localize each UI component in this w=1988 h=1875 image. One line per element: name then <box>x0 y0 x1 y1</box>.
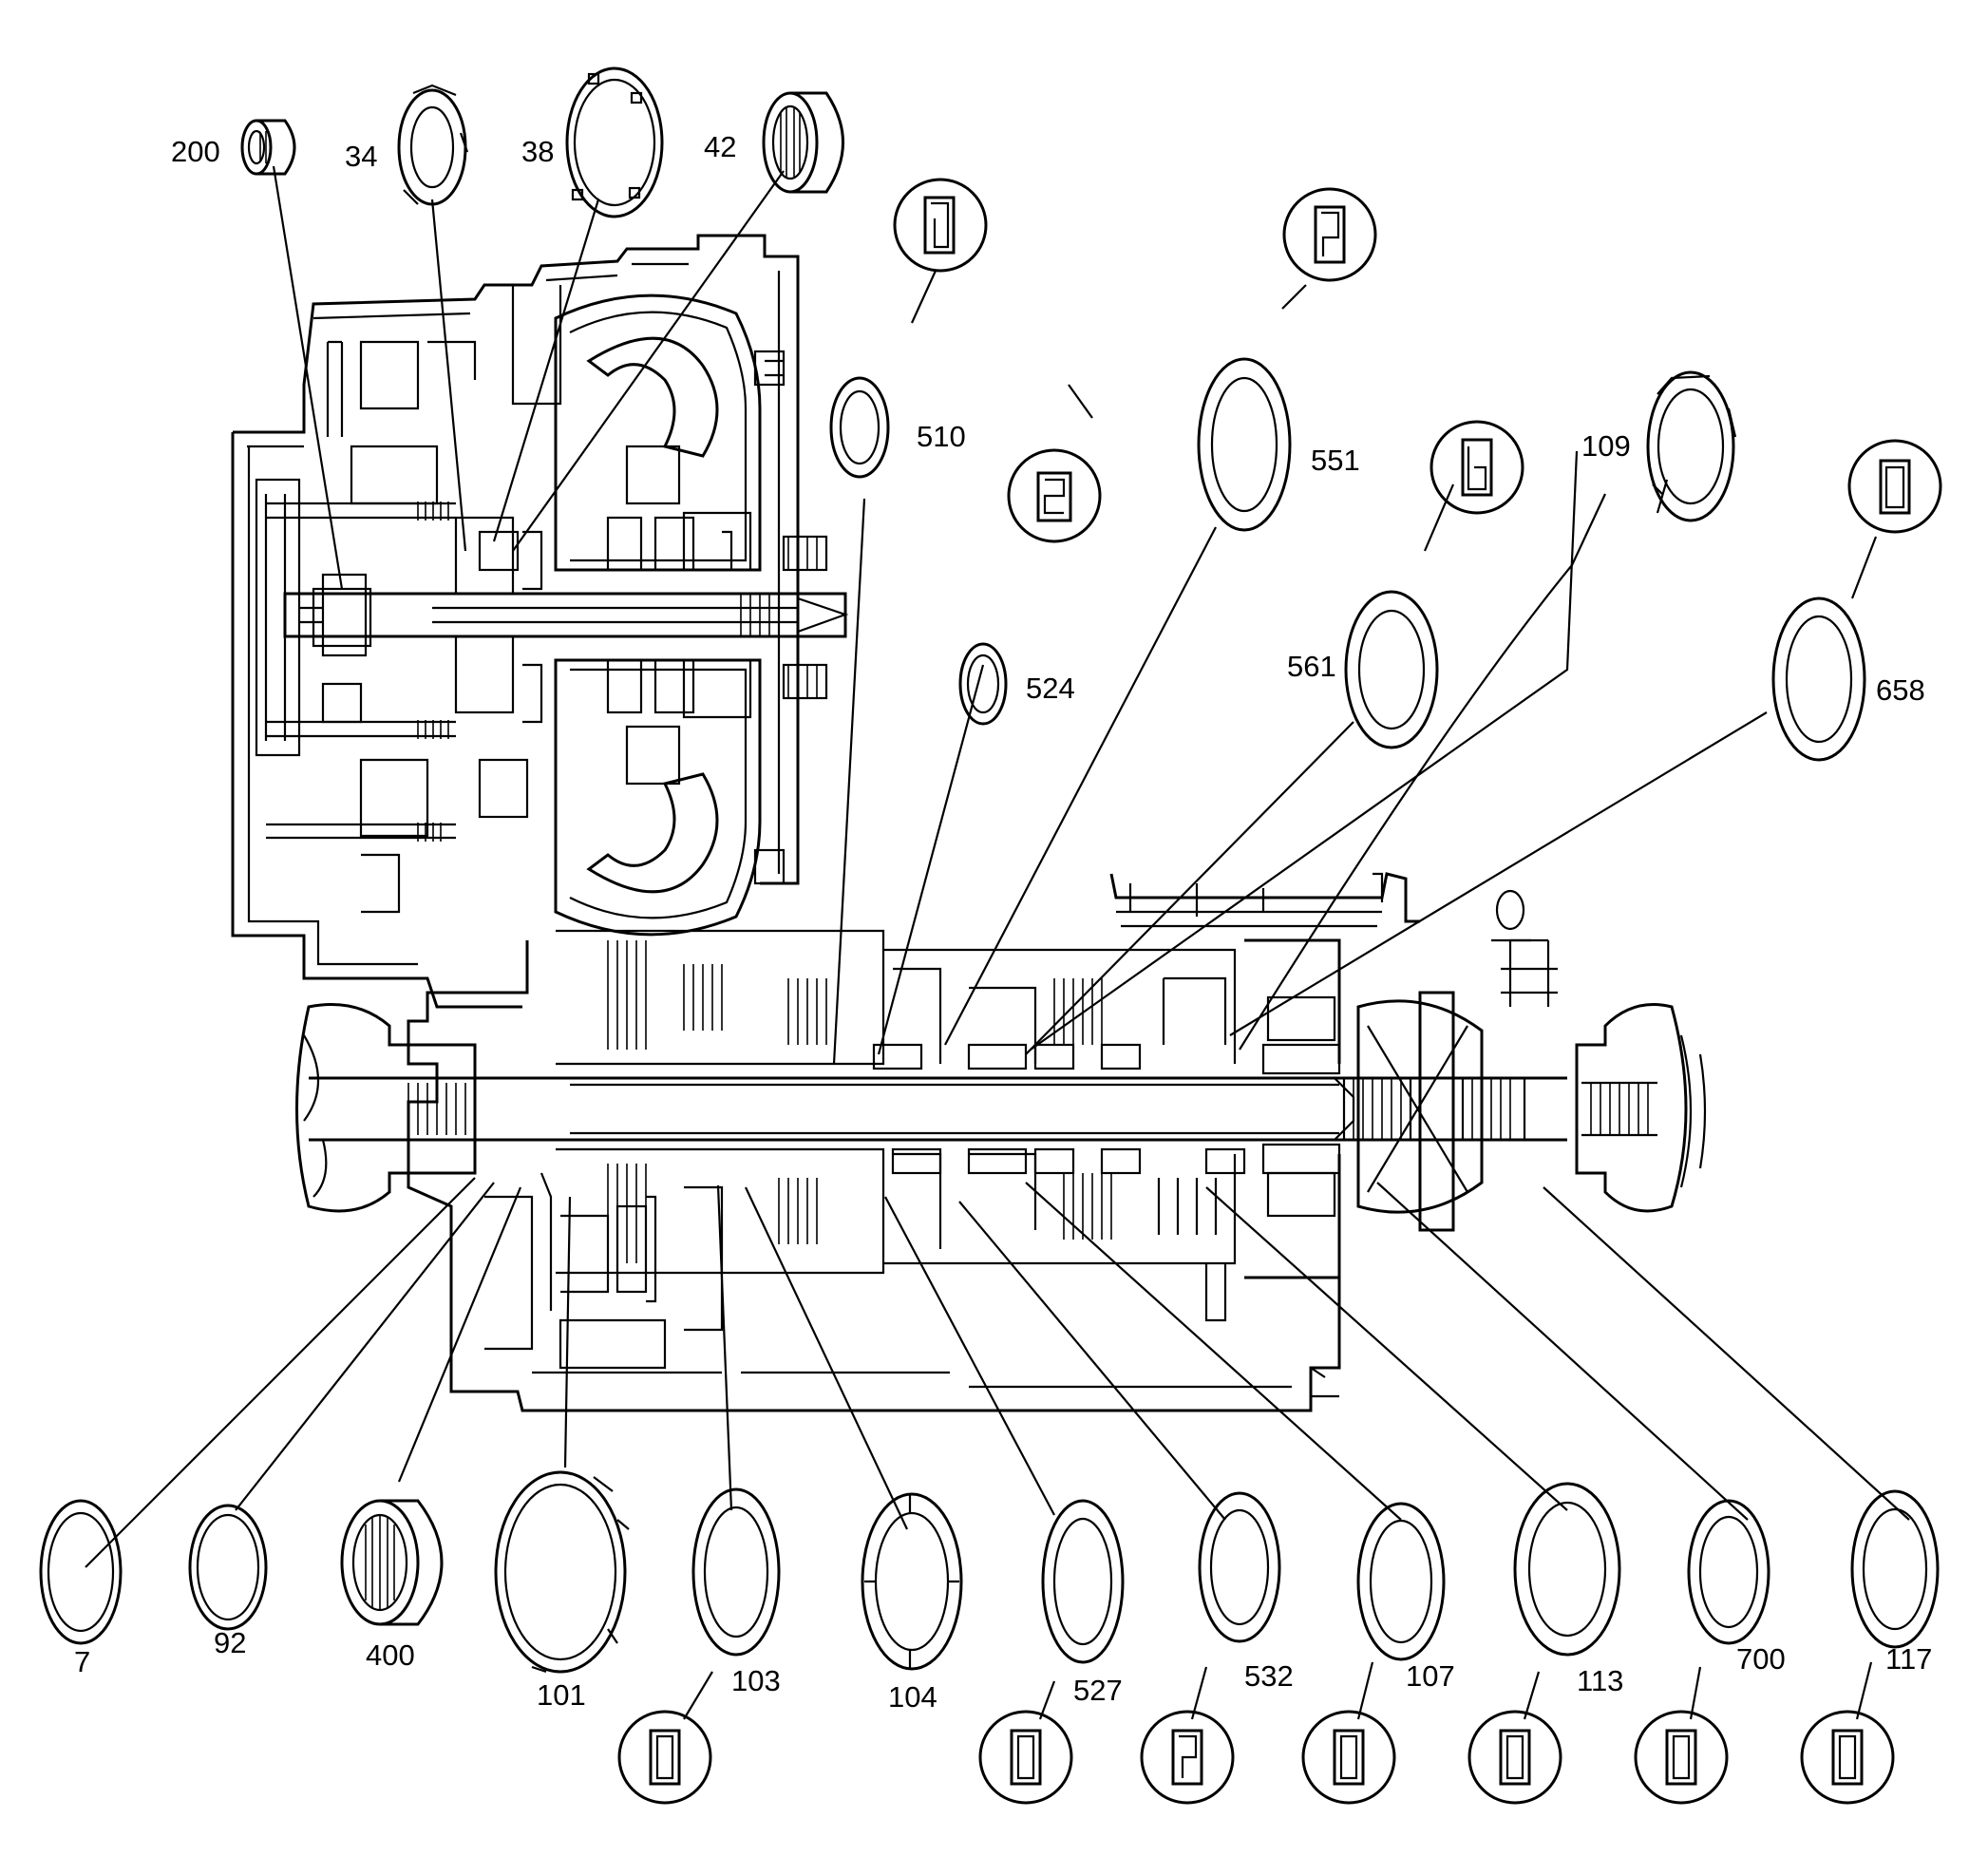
transmission-cross-section <box>231 234 1707 1412</box>
bearing-section-icon <box>1301 1710 1396 1805</box>
bearing-section-icon <box>1007 448 1102 543</box>
part-700: 700 <box>1687 1499 1786 1676</box>
part-658: 658 <box>1771 597 1925 762</box>
part-label-34: 34 <box>345 140 377 173</box>
part-label-527: 527 <box>1073 1674 1123 1707</box>
part-524: 524 <box>958 642 1075 726</box>
bearing-section-icon <box>978 1710 1073 1805</box>
part-200: 200 <box>171 119 296 176</box>
part-label-38: 38 <box>521 135 554 168</box>
part-label-561: 561 <box>1287 650 1336 683</box>
part-label-92: 92 <box>214 1626 246 1659</box>
part-label-524: 524 <box>1026 672 1075 705</box>
leader-lines <box>85 165 1910 1720</box>
part-7: 7 <box>39 1499 123 1678</box>
part-label-658: 658 <box>1876 673 1925 707</box>
part-92: 92 <box>188 1504 268 1659</box>
bearing-section-icon <box>1847 439 1942 534</box>
part-101: 101 <box>494 1470 630 1712</box>
part-117: 117 <box>1850 1489 1940 1676</box>
part-label-101: 101 <box>537 1678 586 1712</box>
part-34: 34 <box>345 84 469 206</box>
bearing-section-icon <box>1467 1710 1562 1805</box>
part-label-700: 700 <box>1736 1642 1786 1676</box>
bearing-section-icon <box>893 178 988 273</box>
bearing-section-icon <box>617 1710 712 1805</box>
bearing-section-icon <box>1282 187 1377 282</box>
part-label-400: 400 <box>366 1638 415 1672</box>
part-label-107: 107 <box>1406 1659 1455 1693</box>
clutch-packs <box>556 929 1246 1322</box>
part-107: 107 <box>1356 1502 1455 1693</box>
part-38: 38 <box>521 66 664 218</box>
part-551: 551 <box>1197 357 1360 532</box>
part-532: 532 <box>1198 1491 1294 1693</box>
part-label-7: 7 <box>74 1645 90 1678</box>
part-label-551: 551 <box>1311 444 1360 477</box>
part-561: 561 <box>1287 590 1439 749</box>
part-label-117: 117 <box>1885 1642 1932 1676</box>
part-label-113: 113 <box>1577 1664 1623 1697</box>
bearing-section-icon <box>1800 1710 1895 1805</box>
bearing-section-icon <box>1634 1710 1729 1805</box>
part-label-103: 103 <box>731 1664 781 1697</box>
part-400: 400 <box>340 1499 444 1672</box>
part-label-42: 42 <box>704 130 736 163</box>
part-104: 104 <box>861 1492 963 1714</box>
part-label-532: 532 <box>1244 1659 1294 1693</box>
part-113: 113 <box>1513 1482 1623 1697</box>
part-42: 42 <box>704 91 844 194</box>
part-label-104: 104 <box>888 1680 937 1714</box>
part-527: 527 <box>1041 1499 1125 1707</box>
part-label-200: 200 <box>171 135 220 168</box>
part-510: 510 <box>829 376 966 479</box>
part-109: 109 <box>1581 370 1737 522</box>
bearing-section-icon <box>1140 1710 1235 1805</box>
part-103: 103 <box>691 1487 781 1697</box>
part-label-109: 109 <box>1581 429 1631 463</box>
part-label-510: 510 <box>917 420 966 453</box>
bearing-section-icon <box>1429 420 1524 515</box>
